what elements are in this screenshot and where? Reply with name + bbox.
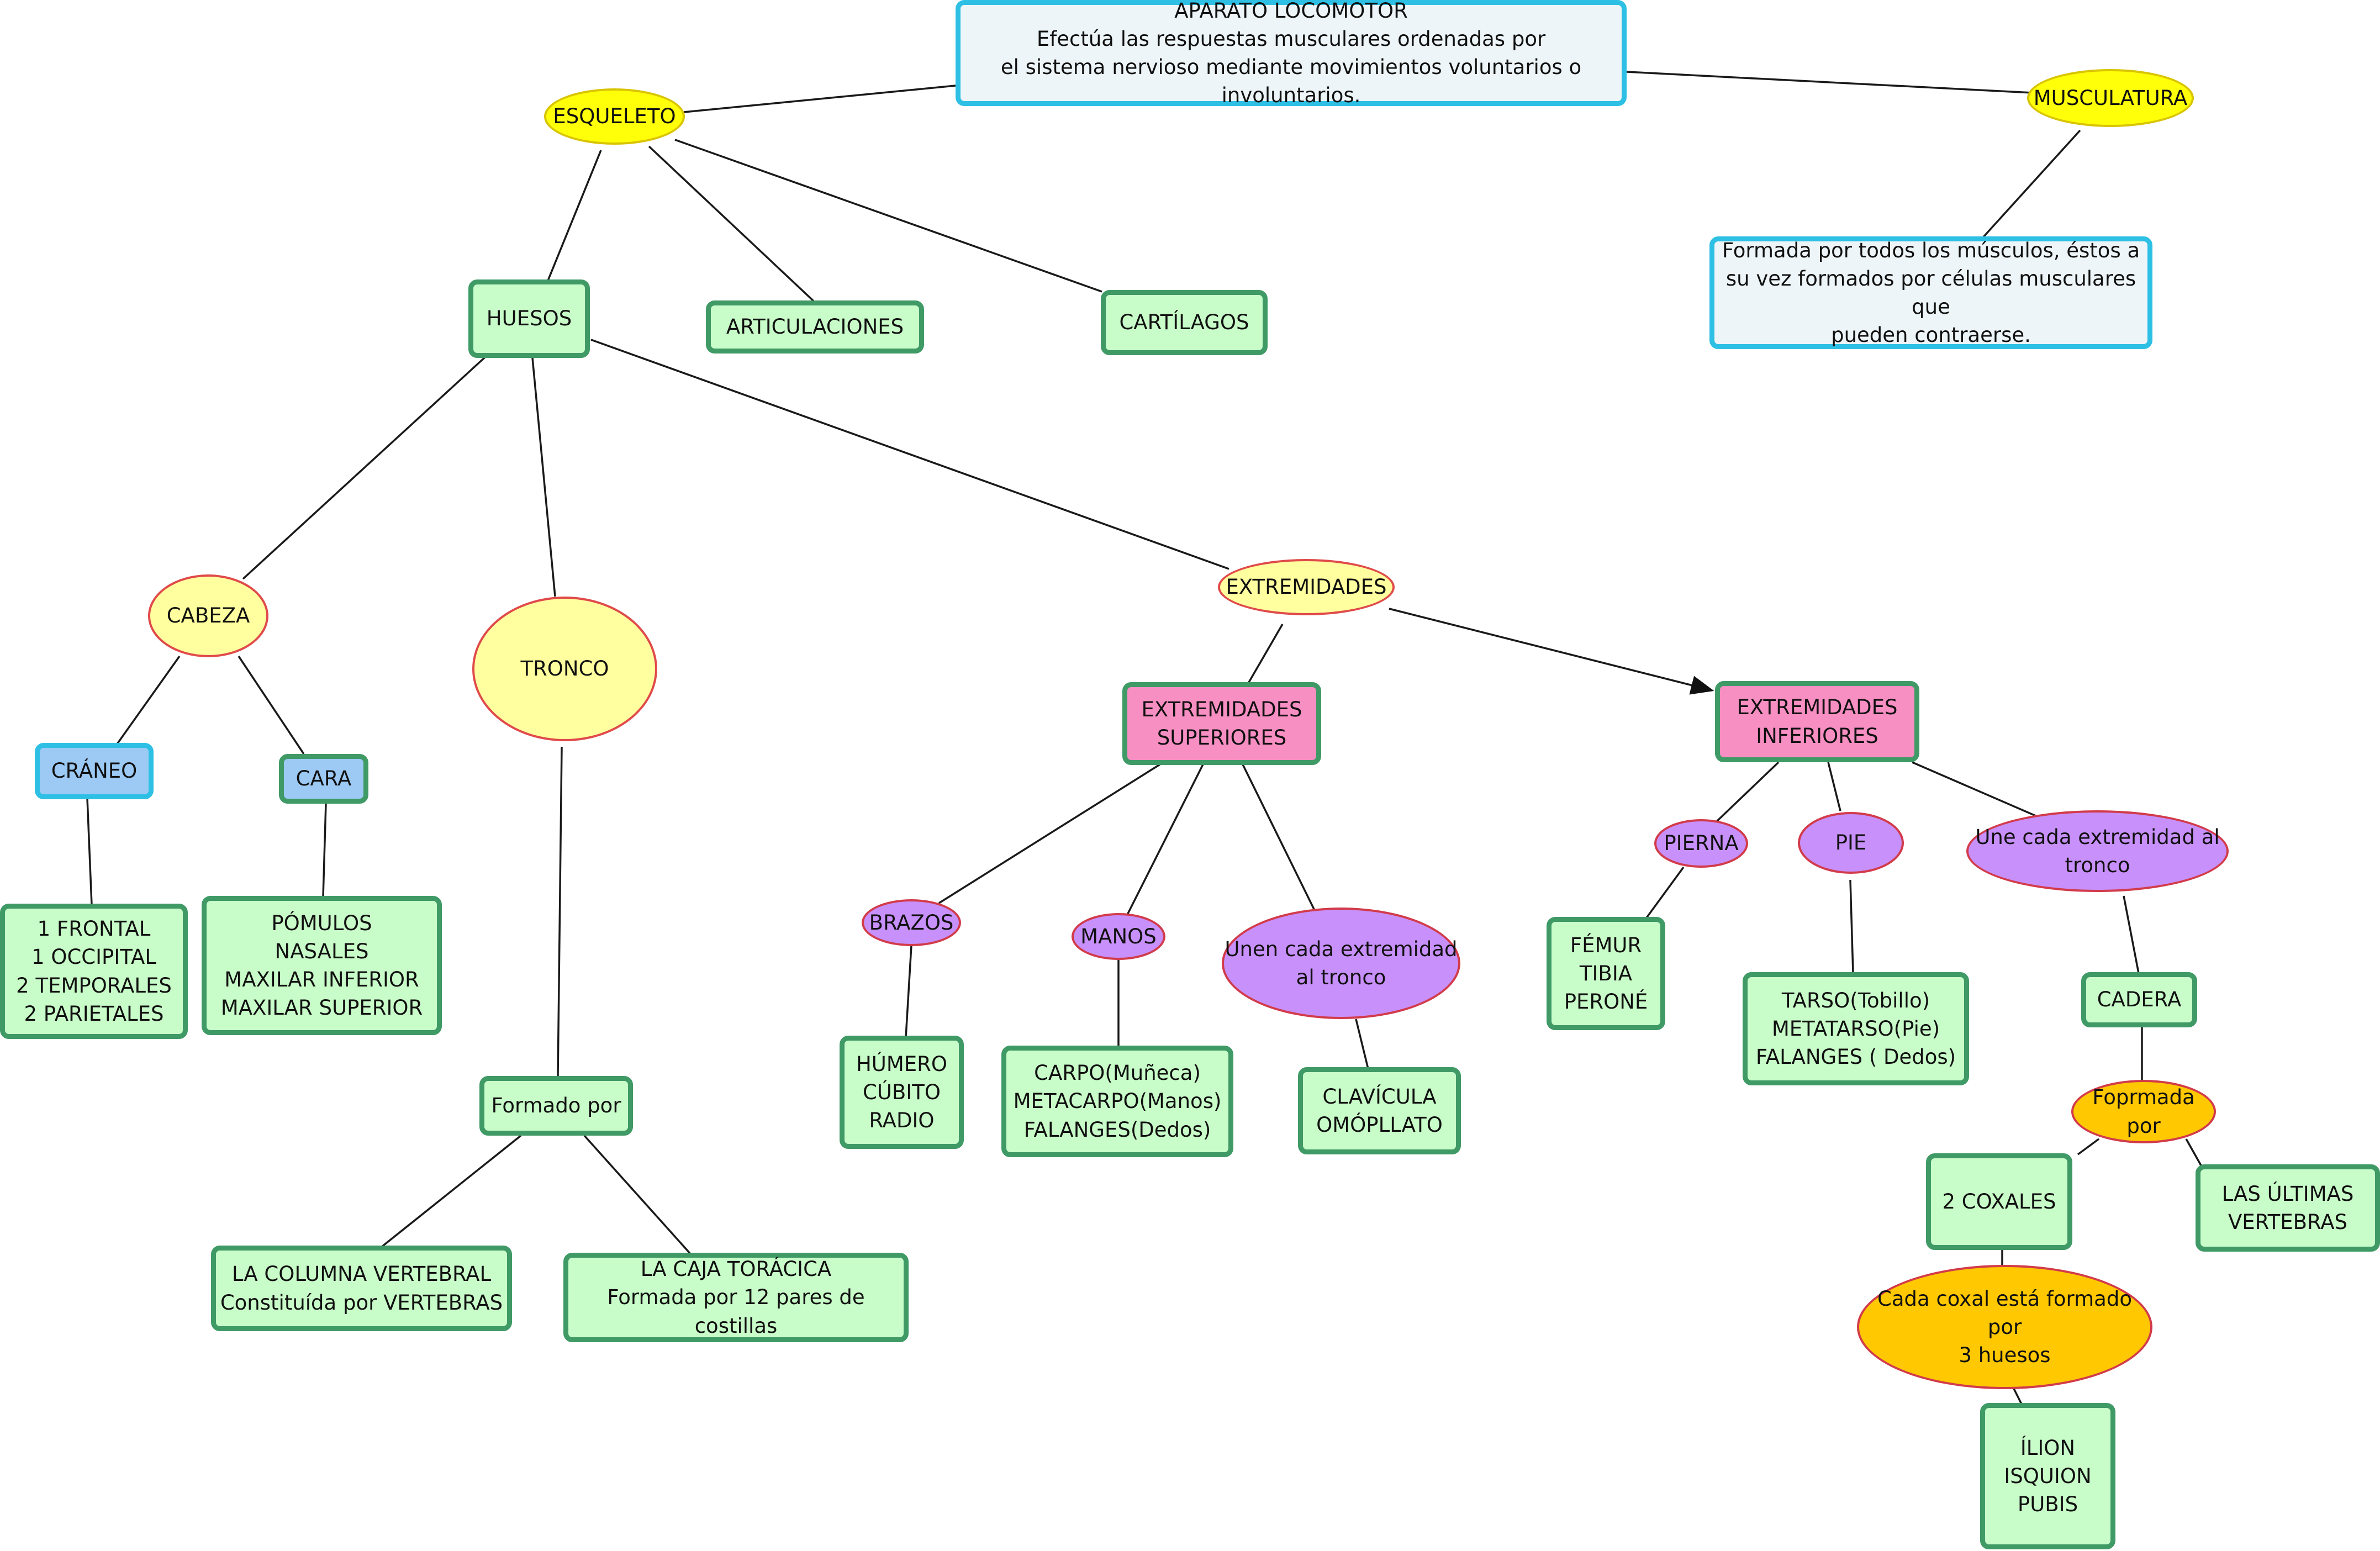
link-brazos-huesos xyxy=(905,945,912,1038)
node-extremidades: EXTREMIDADES xyxy=(1218,559,1395,615)
link-craneo-huesos xyxy=(86,798,93,905)
node-manos-huesos: CARPO(Muñeca) METACARPO(Manos) FALANGES(… xyxy=(1001,1046,1233,1157)
node-brazos-huesos: HÚMERO CÚBITO RADIO xyxy=(840,1036,964,1149)
node-hombro-huesos: CLAVÍCULA OMÓPLLATO xyxy=(1298,1067,1461,1154)
node-manos: MANOS xyxy=(1072,913,1165,960)
node-pierna-huesos: FÉMUR TIBIA PERONÉ xyxy=(1547,917,1665,1030)
link-huesos-cabeza xyxy=(242,355,487,580)
node-columna: LA COLUMNA VERTEBRAL Constituída por VER… xyxy=(211,1246,512,1331)
link-extremidades-inferiores xyxy=(1389,608,1714,695)
node-cara-huesos: PÓMULOS NASALES MAXILAR INFERIOR MAXILAR… xyxy=(202,896,442,1035)
link-unen-huesos xyxy=(1355,1019,1369,1069)
link-une-cadera xyxy=(2123,895,2140,974)
node-pie: PIE xyxy=(1798,812,1904,874)
link-pierna-huesos xyxy=(1645,866,1685,920)
title-box: APARATO LOCOMOTOR Efectúa las respuestas… xyxy=(956,0,1627,107)
node-ext-superiores: EXTREMIDADES SUPERIORES xyxy=(1122,682,1321,765)
node-huesos: HUESOS xyxy=(468,279,590,358)
node-craneo-huesos: 1 FRONTAL 1 OCCIPITAL 2 TEMPORALES 2 PAR… xyxy=(0,904,188,1039)
node-cabeza: CABEZA xyxy=(148,574,268,657)
link-inferiores-pierna xyxy=(1714,761,1780,824)
node-coxales: 2 COXALES xyxy=(1926,1153,2072,1250)
link-title-musculatura xyxy=(1626,71,2033,94)
link-formado-coxales xyxy=(2077,1138,2100,1156)
node-esqueleto: ESQUELETO xyxy=(544,88,685,145)
node-brazos: BRAZOS xyxy=(862,899,961,946)
node-une: Une cada extremidad al tronco xyxy=(1966,810,2229,892)
link-cara-huesos xyxy=(322,803,327,898)
link-inferiores-pie xyxy=(1827,762,1841,811)
node-coxal-huesos: ÍLION ISQUION PUBIS xyxy=(1980,1403,2115,1549)
link-superiores-unen xyxy=(1242,764,1316,911)
link-huesos-extremidades xyxy=(590,339,1229,570)
link-tronco-formado xyxy=(557,746,563,1078)
link-cabeza-craneo xyxy=(116,655,181,745)
node-cadera: CADERA xyxy=(2081,972,2197,1027)
node-tronco-formado: Formado por xyxy=(479,1076,633,1136)
link-esqueleto-articulaciones xyxy=(648,145,815,302)
link-formado-ultimas xyxy=(2185,1138,2202,1166)
node-cara: CARA xyxy=(279,754,368,804)
node-ultimas: LAS ÚLTIMAS VERTEBRAS xyxy=(2196,1164,2380,1252)
link-superiores-manos xyxy=(1126,764,1204,916)
link-pie-huesos xyxy=(1849,879,1854,974)
link-esqueleto-cartilagos xyxy=(674,139,1102,293)
node-caja: LA CAJA TORÁCICA Formada por 12 pares de… xyxy=(563,1253,909,1342)
node-ext-inferiores: EXTREMIDADES INFERIORES xyxy=(1715,681,1919,762)
node-articulaciones: ARTICULACIONES xyxy=(706,300,924,354)
link-musculatura-desc xyxy=(1982,129,2081,239)
node-pie-huesos: TARSO(Tobillo) METATARSO(Pie) FALANGES (… xyxy=(1743,972,1969,1085)
node-musculatura-desc: Formada por todos los músculos, éstos a … xyxy=(1709,236,2152,349)
node-craneo: CRÁNEO xyxy=(35,743,154,799)
link-desc-huesos xyxy=(2012,1387,2023,1405)
link-formado-columna xyxy=(380,1135,522,1248)
node-pierna: PIERNA xyxy=(1654,819,1748,868)
node-cartilagos: CARTÍLAGOS xyxy=(1101,290,1268,355)
link-title-esqueleto xyxy=(683,85,956,113)
node-tronco: TRONCO xyxy=(472,597,657,741)
node-cadera-formado: Foprmada por xyxy=(2071,1080,2216,1143)
node-unen: Unen cada extremidad al tronco xyxy=(1222,908,1460,1019)
node-coxal-desc: Cada coxal está formado por 3 huesos xyxy=(1857,1265,2152,1389)
link-huesos-tronco xyxy=(531,357,556,597)
link-formado-caja xyxy=(583,1135,692,1255)
link-cabeza-cara xyxy=(238,656,305,755)
link-esqueleto-huesos xyxy=(547,150,602,281)
link-superiores-brazos xyxy=(938,763,1160,904)
link-inferiores-une xyxy=(1912,761,2038,817)
node-musculatura: MUSCULATURA xyxy=(2027,69,2194,127)
link-extremidades-superiores xyxy=(1247,624,1284,684)
